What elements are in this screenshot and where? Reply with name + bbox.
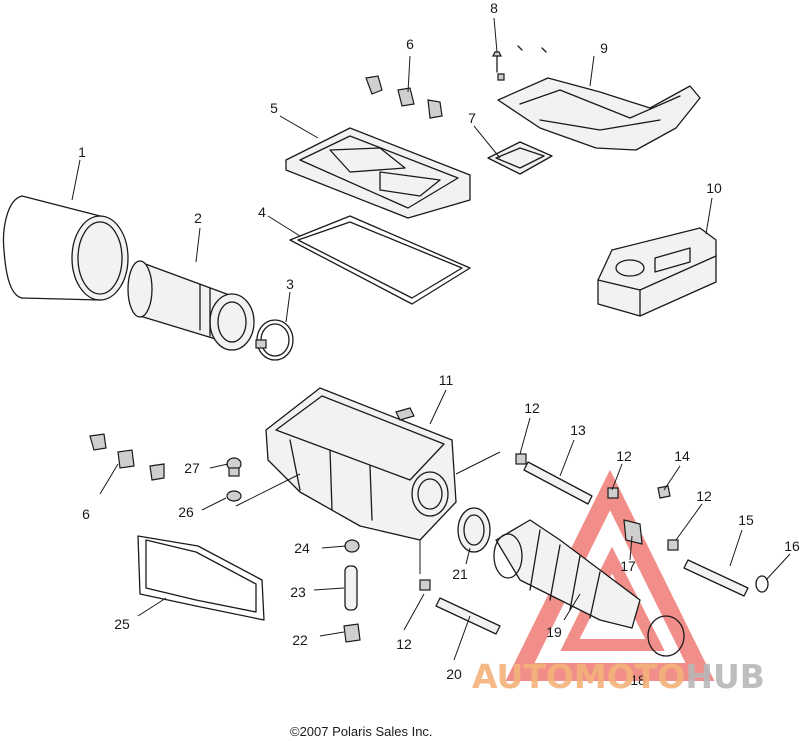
part-8-screws [492, 45, 547, 81]
callout-6-left: 6 [82, 506, 90, 522]
part-18-clamp [647, 615, 685, 657]
callout-15: 15 [738, 512, 754, 528]
callout-17: 17 [620, 558, 636, 574]
part-25-panel [137, 535, 265, 621]
part-23-drain-tube [344, 565, 358, 611]
callout-23: 23 [290, 584, 306, 600]
callout-26: 26 [178, 504, 194, 520]
part-24-plug [344, 539, 360, 553]
part-26-nut [226, 490, 242, 502]
callout-14: 14 [674, 448, 690, 464]
callout-3: 3 [286, 276, 294, 292]
part-10-foam-block [597, 227, 717, 317]
callout-20: 20 [446, 666, 462, 682]
callout-22: 22 [292, 632, 308, 648]
callout-16: 16 [784, 538, 800, 554]
callout-6-top: 6 [406, 36, 414, 52]
callout-19: 19 [546, 624, 562, 640]
part-27-grommet [226, 457, 242, 477]
callout-12-c: 12 [696, 488, 712, 504]
watermark-text-part1: AUTOMOTO [472, 657, 686, 696]
callout-12-a: 12 [524, 400, 540, 416]
callout-8: 8 [490, 0, 498, 16]
part-1-prefilter-sleeve [2, 195, 129, 301]
callout-1: 1 [78, 144, 86, 160]
part-3-hose-clamp [255, 319, 294, 361]
callout-21: 21 [452, 566, 468, 582]
part-4-gasket [289, 215, 471, 305]
callout-12-d: 12 [396, 636, 412, 652]
callout-2: 2 [194, 210, 202, 226]
callout-5: 5 [270, 100, 278, 116]
copyright-text: ©2007 Polaris Sales Inc. [290, 724, 433, 739]
callout-12-b: 12 [616, 448, 632, 464]
callout-4: 4 [258, 204, 266, 220]
callout-10: 10 [706, 180, 722, 196]
part-11-airbox-base [265, 387, 457, 541]
part-17-fitting [623, 519, 643, 545]
part-20-tube [435, 597, 501, 635]
callout-9: 9 [600, 40, 608, 56]
callout-13: 13 [570, 422, 586, 438]
watermark-text-part2: HUB [685, 657, 765, 696]
part-15-tube [683, 559, 749, 597]
part-9-intake-duct [497, 77, 701, 151]
callout-11: 11 [438, 372, 454, 388]
part-14-fitting [657, 485, 671, 499]
part-13-tube [523, 461, 593, 505]
part-6-clips-top [365, 75, 443, 119]
part-6-clips-left [89, 433, 165, 481]
watermark-logo-text: AUTOMOTOHUB [472, 660, 765, 693]
part-22-clamp [343, 623, 361, 643]
part-16-clip [755, 575, 769, 593]
part-21-coupler-ring [457, 507, 491, 553]
part-19-intake-boot [493, 519, 641, 629]
callout-7: 7 [468, 110, 476, 126]
part-2-air-filter [127, 260, 255, 351]
callout-24: 24 [294, 540, 310, 556]
callout-25: 25 [114, 616, 130, 632]
callout-27: 27 [184, 460, 200, 476]
part-7-plate [487, 141, 553, 175]
leader-lines [71, 17, 791, 661]
part-5-airbox-lid [285, 127, 471, 219]
callout-18: 18 [630, 672, 646, 688]
